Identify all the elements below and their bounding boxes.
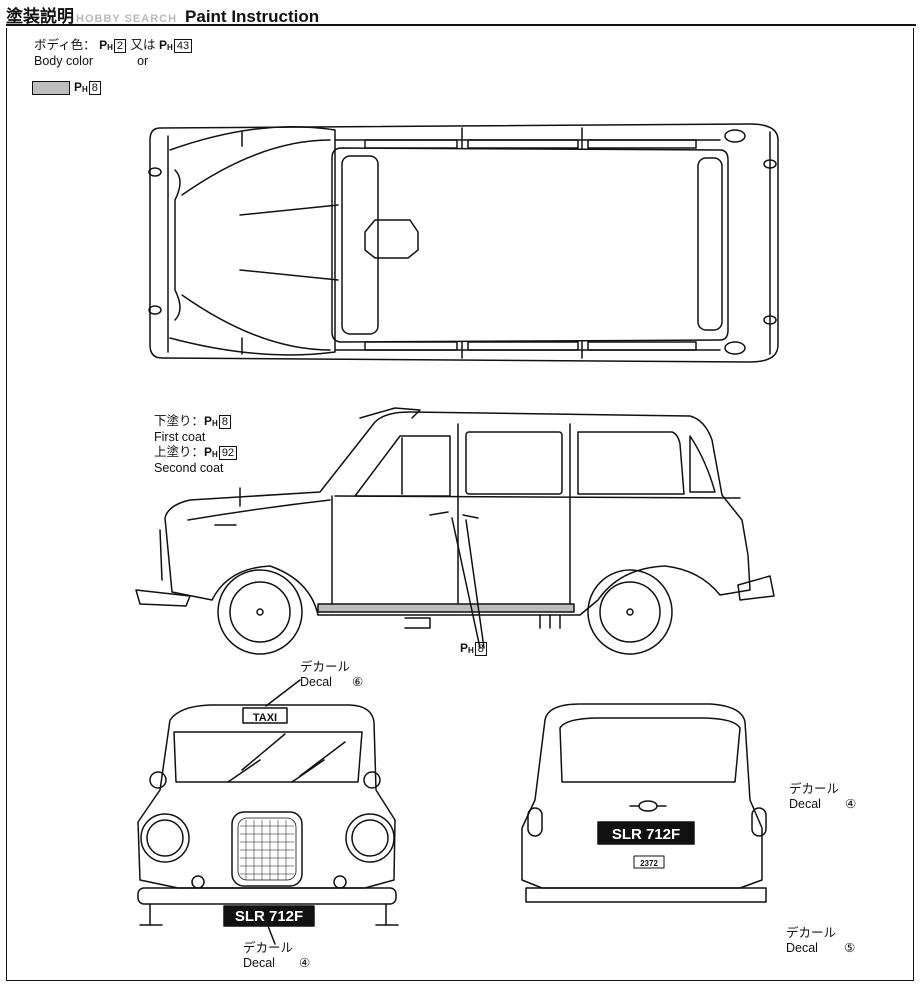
side-view [135,407,775,655]
first-coat-en: First coat [154,430,206,444]
front-plate-text: SLR 712F [235,908,303,925]
paint-code-box: 8 [218,415,231,429]
rear-tag-text: 2372 [640,859,658,868]
header-rule [6,24,916,26]
taxi-sign-text: TAXI [253,712,277,724]
top-view [148,123,779,363]
paint-code-box: 8 [474,642,487,656]
second-coat-jp: 上塗り： [154,445,205,459]
watermark: HOBBY SEARCH [76,13,178,25]
paint-code-prefix: PH [74,80,88,94]
rear-view [521,703,767,903]
paint-code-prefix: PH [460,641,474,655]
page-frame [6,28,914,981]
paint-code-box: 92 [218,446,238,460]
front-view [137,679,399,945]
body-color-label-jp: ボディ色： [34,38,96,52]
first-coat-jp: 下塗り： [154,414,205,428]
title-jp: 塗装説明 [6,7,74,26]
title-en: Paint Instruction [185,7,320,26]
paint-code-box: 43 [173,39,193,53]
paint-code-prefix: PH [204,414,218,428]
gray-swatch [32,80,70,95]
paint-code-prefix: PH [159,38,173,52]
or-en: or [137,54,149,68]
paint-code-prefix: PH [99,38,113,52]
rear-plate-text: SLR 712F [612,826,680,843]
paint-code-box: 8 [88,81,101,95]
paint-code-box: 2 [113,39,127,53]
paint-code-prefix: PH [204,445,218,459]
second-coat-en: Second coat [154,461,224,475]
or-jp: 又は [130,38,156,52]
